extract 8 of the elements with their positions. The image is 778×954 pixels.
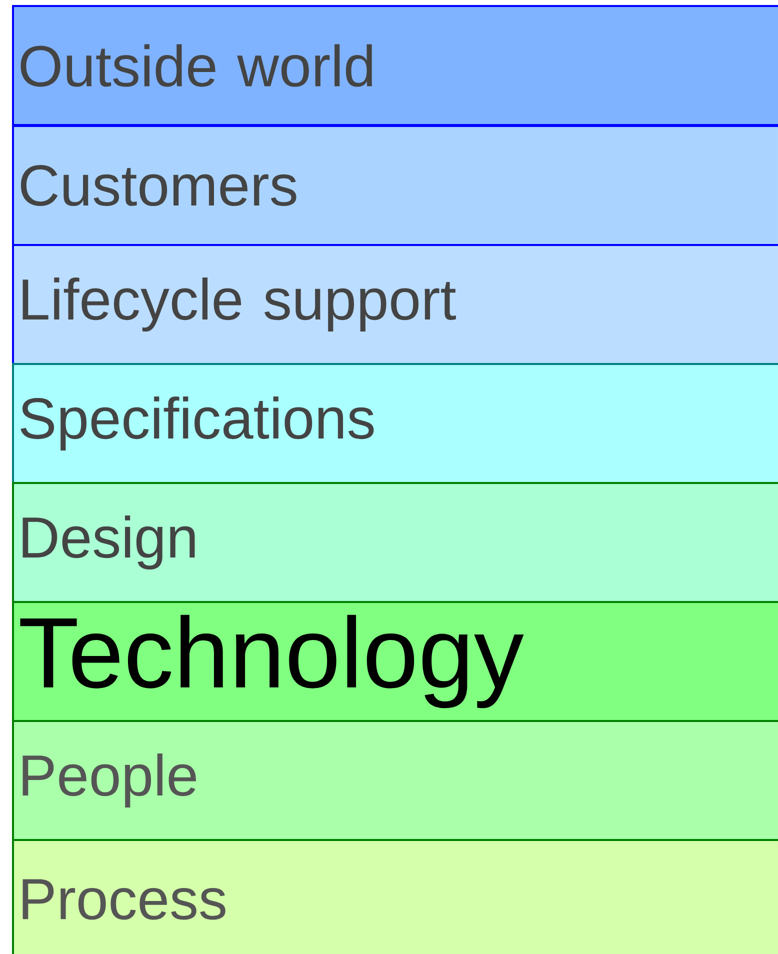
band: Lifecycle support	[12, 244, 778, 365]
band: Specifications	[12, 363, 778, 484]
band: Process	[12, 839, 778, 954]
band: Outside world	[12, 5, 778, 126]
band: Customers	[12, 125, 778, 246]
band: Design	[12, 482, 778, 603]
band: Technology	[12, 601, 778, 722]
band: People	[12, 720, 778, 841]
